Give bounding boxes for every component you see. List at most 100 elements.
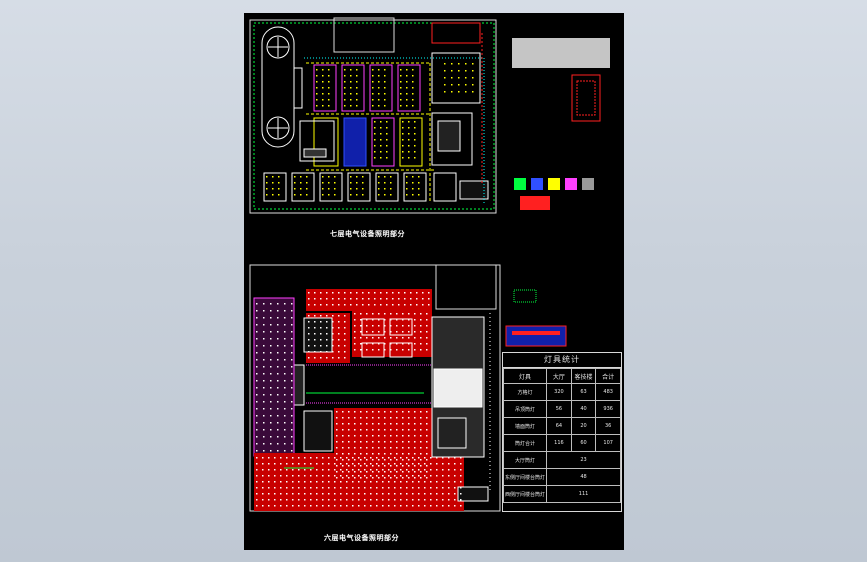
light-fixture-mark	[422, 304, 424, 306]
light-fixture-mark	[426, 435, 428, 437]
light-fixture-mark	[424, 505, 426, 507]
light-fixture-mark	[262, 499, 264, 501]
fixture-row-guest: 20	[570, 417, 597, 435]
light-fixture-mark	[344, 292, 346, 294]
light-fixture-mark	[384, 429, 386, 431]
top-room	[341, 64, 365, 112]
light-fixture-mark	[320, 333, 322, 335]
light-fixture-mark	[348, 441, 350, 443]
light-fixture-mark	[274, 493, 276, 495]
light-fixture-mark	[328, 99, 330, 101]
light-fixture-mark	[376, 487, 378, 489]
light-fixture-mark	[414, 441, 416, 443]
light-fixture-mark	[414, 325, 416, 327]
light-fixture-mark	[398, 304, 400, 306]
light-fixture-mark	[458, 84, 460, 86]
light-fixture-mark	[340, 487, 342, 489]
light-fixture-mark	[378, 188, 380, 190]
light-fixture-mark	[344, 75, 346, 77]
light-fixture-mark	[426, 343, 428, 345]
light-fixture-mark	[326, 339, 328, 341]
light-fixture-mark	[356, 99, 358, 101]
light-fixture-mark	[284, 366, 286, 368]
light-fixture-mark	[350, 81, 352, 83]
bottom-fixture-group	[256, 292, 462, 507]
light-fixture-mark	[384, 69, 386, 71]
light-fixture-mark	[346, 475, 348, 477]
fixture-row-hall: 56	[546, 400, 572, 418]
light-fixture-mark	[396, 411, 398, 413]
light-fixture-mark	[300, 188, 302, 190]
light-fixture-mark	[274, 469, 276, 471]
light-fixture-mark	[320, 327, 322, 329]
light-fixture-mark	[454, 499, 456, 501]
light-fixture-mark	[396, 465, 398, 467]
light-fixture-mark	[406, 105, 408, 107]
light-fixture-mark	[366, 459, 368, 461]
light-fixture-mark	[362, 176, 364, 178]
light-fixture-mark	[390, 441, 392, 443]
light-fixture-mark	[370, 493, 372, 495]
light-fixture-mark	[338, 298, 340, 300]
light-fixture-mark	[336, 429, 338, 431]
light-fixture-mark	[412, 481, 414, 483]
light-fixture-mark	[350, 69, 352, 71]
light-fixture-mark	[256, 505, 258, 507]
light-fixture-mark	[270, 352, 272, 354]
light-fixture-mark	[291, 324, 293, 326]
light-fixture-mark	[300, 182, 302, 184]
top-legend	[512, 38, 610, 210]
light-fixture-mark	[412, 505, 414, 507]
light-fixture-mark	[358, 481, 360, 483]
light-fixture-mark	[322, 487, 324, 489]
light-fixture-mark	[270, 331, 272, 333]
light-fixture-mark	[322, 463, 324, 465]
light-fixture-mark	[378, 453, 380, 455]
light-fixture-mark	[460, 505, 462, 507]
light-fixture-mark	[277, 338, 279, 340]
light-fixture-mark	[472, 77, 474, 79]
light-fixture-mark	[364, 481, 366, 483]
light-fixture-mark	[360, 319, 362, 321]
light-fixture-mark	[340, 481, 342, 483]
light-fixture-mark	[268, 487, 270, 489]
light-fixture-mark	[334, 499, 336, 501]
light-fixture-mark	[263, 380, 265, 382]
light-fixture-mark	[340, 457, 342, 459]
light-fixture-mark	[412, 499, 414, 501]
light-fixture-mark	[263, 310, 265, 312]
light-fixture-mark	[402, 435, 404, 437]
light-fixture-mark	[426, 319, 428, 321]
light-fixture-mark	[358, 505, 360, 507]
light-fixture-mark	[384, 411, 386, 413]
light-fixture-mark	[390, 417, 392, 419]
light-fixture-mark	[320, 298, 322, 300]
light-fixture-mark	[342, 471, 344, 473]
light-fixture-mark	[291, 422, 293, 424]
light-fixture-mark	[366, 477, 368, 479]
light-fixture-mark	[270, 422, 272, 424]
light-fixture-mark	[454, 457, 456, 459]
light-fixture-mark	[376, 499, 378, 501]
drawing-sheet: 七层电气设备照明部分 六层电气设备照明部分 灯具统计 灯具 大厅 客技楼 合计 …	[244, 13, 624, 550]
light-fixture-mark	[332, 345, 334, 347]
light-fixture-mark	[342, 441, 344, 443]
light-fixture-mark	[396, 319, 398, 321]
light-fixture-mark	[316, 475, 318, 477]
light-fixture-mark	[414, 151, 416, 153]
light-fixture-mark	[316, 469, 318, 471]
light-fixture-mark	[322, 457, 324, 459]
light-fixture-mark	[400, 475, 402, 477]
light-fixture-mark	[436, 475, 438, 477]
light-fixture-mark	[368, 298, 370, 300]
light-fixture-mark	[328, 182, 330, 184]
light-fixture-mark	[390, 411, 392, 413]
light-fixture-mark	[291, 359, 293, 361]
light-fixture-mark	[442, 481, 444, 483]
light-fixture-mark	[356, 81, 358, 83]
light-fixture-mark	[402, 121, 404, 123]
light-fixture-mark	[328, 87, 330, 89]
light-fixture-mark	[270, 429, 272, 431]
top-fan-1	[266, 35, 290, 59]
light-fixture-mark	[332, 298, 334, 300]
